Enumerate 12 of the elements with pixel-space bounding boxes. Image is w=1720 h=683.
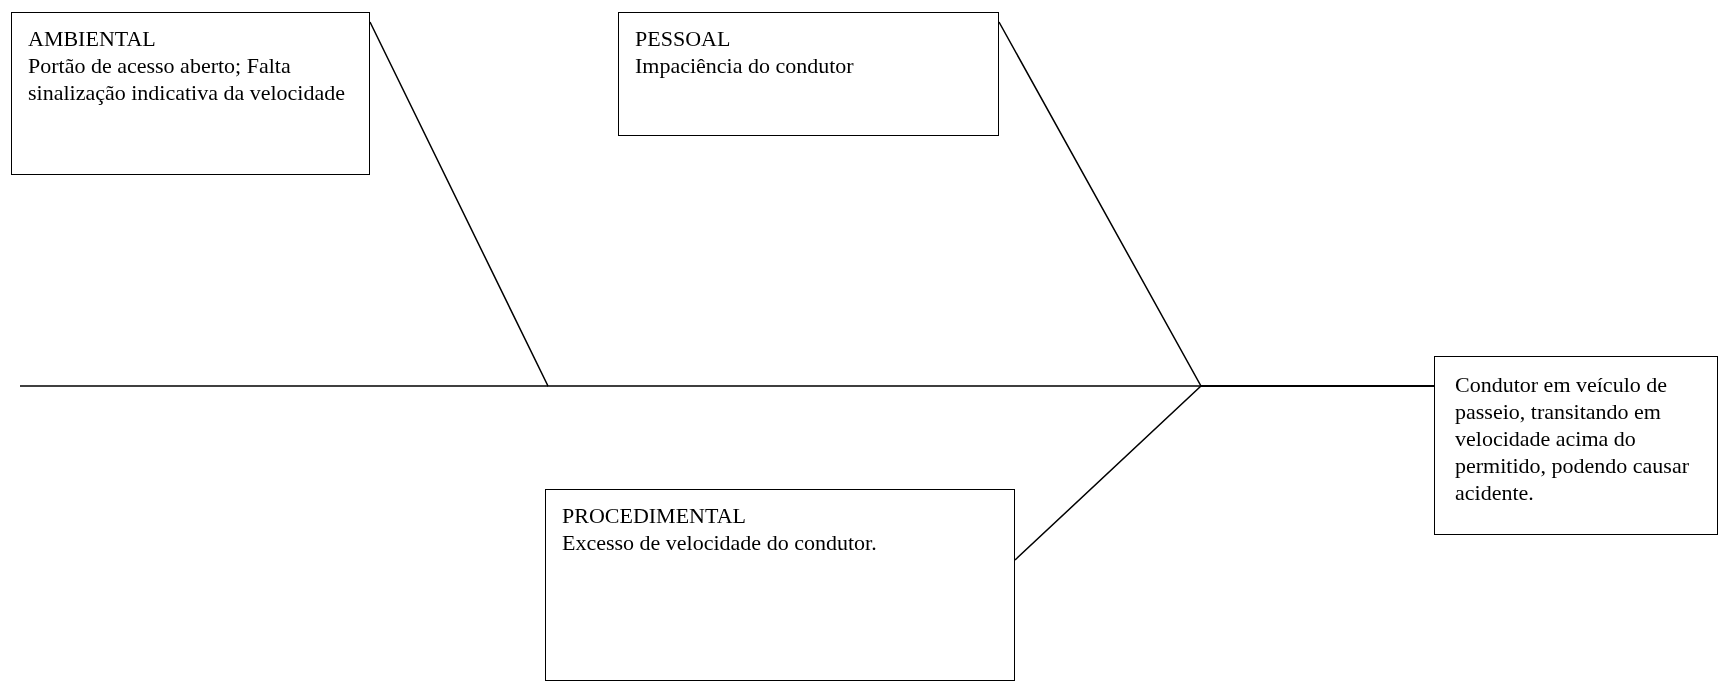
fishbone-line [1014,385,1435,561]
cause-box [11,12,370,175]
cause-text: Impaciência do condutor [635,52,855,79]
effect-text: Condutor em veículo de passeio, transitando em velocidade acima do permitido, podendo causar acidente. [1455,371,1690,506]
cause-text: Excesso de velocidade do condutor. [562,529,878,556]
category-heading: PESSOAL [635,25,732,52]
cause-text: Portão de acesso aberto; Falta sinalização indicativa da velocidade [28,52,346,106]
category-heading: PROCEDIMENTAL [562,502,747,529]
cause-box [618,12,999,136]
category-heading: AMBIENTAL [28,25,157,52]
effect-box [1434,356,1718,535]
cause-box [545,489,1015,681]
